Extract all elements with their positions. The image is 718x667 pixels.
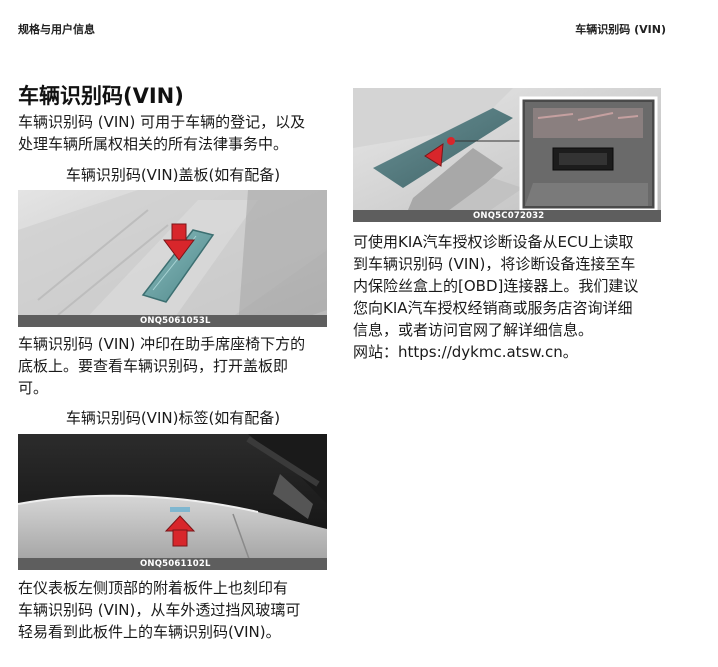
vin-cover-illustration: ONQ5061053L	[18, 190, 327, 327]
vin-label-illustration: ONQ5061102L	[18, 434, 327, 570]
paragraph-line: 可使用KIA汽车授权诊断设备从ECU上读取	[353, 233, 634, 251]
figure-caption-vin-label: 车辆识别码(VIN)标签(如有配备)	[65, 409, 281, 427]
obd-connector-illustration: ONQ5C072032	[353, 88, 661, 222]
paragraph-line: 轻易看到此板件上的车辆识别码(VIN)。	[18, 623, 281, 641]
running-header-left: 规格与用户信息	[18, 23, 95, 36]
intro-line: 车辆识别码 (VIN) 可用于车辆的登记，以及	[18, 113, 306, 131]
paragraph-line: 到车辆识别码 (VIN)，将诊断设备连接至车	[353, 255, 636, 273]
vin-label-paragraph: 在仪表板左侧顶部的附着板件上也刻印有 车辆识别码 (VIN)，从车外透过挡风玻璃…	[18, 577, 338, 643]
section-title: 车辆识别码(VIN)	[18, 84, 184, 108]
figure-label-bar	[353, 210, 661, 222]
figure-code: ONQ5061102L	[140, 559, 211, 569]
figure-label-bar	[18, 315, 327, 327]
obd-inset	[519, 96, 658, 212]
red-arrow-icon	[163, 223, 195, 261]
red-arrow-icon	[164, 515, 196, 547]
paragraph-line: 信息，或者访问官网了解详细信息。	[353, 321, 594, 339]
paragraph-line: 您向KIA汽车授权经销商或服务店咨询详细	[353, 299, 633, 317]
paragraph-line: 底板上。要查看车辆识别码，打开盖板即	[18, 357, 289, 375]
paragraph-line: 内保险丝盒上的[OBD]连接器上。我们建议	[353, 277, 639, 295]
paragraph-line: 在仪表板左侧顶部的附着板件上也刻印有	[18, 579, 289, 597]
paragraph-line: 车辆识别码 (VIN) 冲印在助手席座椅下方的	[18, 335, 306, 353]
vin-cover-paragraph: 车辆识别码 (VIN) 冲印在助手席座椅下方的 底板上。要查看车辆识别码，打开盖…	[18, 333, 338, 399]
figure-code: ONQ5061053L	[140, 316, 211, 326]
intro-line: 处理车辆所属权相关的所有法律事务中。	[18, 135, 289, 153]
website-line: 网站：https://dykmc.atsw.cn。	[353, 343, 578, 361]
running-header-right: 车辆识别码 (VIN)	[575, 23, 666, 36]
vin-plate	[170, 507, 190, 512]
figure-caption-vin-cover: 车辆识别码(VIN)盖板(如有配备)	[65, 166, 281, 184]
paragraph-line: 车辆识别码 (VIN)，从车外透过挡风玻璃可	[18, 601, 301, 619]
obd-paragraph: 可使用KIA汽车授权诊断设备从ECU上读取 到车辆识别码 (VIN)，将诊断设备…	[353, 231, 683, 363]
figure-code: ONQ5C072032	[473, 211, 545, 221]
intro-paragraph: 车辆识别码 (VIN) 可用于车辆的登记，以及 处理车辆所属权相关的所有法律事务…	[18, 111, 338, 155]
paragraph-line: 可。	[18, 379, 49, 397]
figure-label-bar	[18, 558, 327, 570]
red-arrow-icon	[424, 143, 444, 167]
